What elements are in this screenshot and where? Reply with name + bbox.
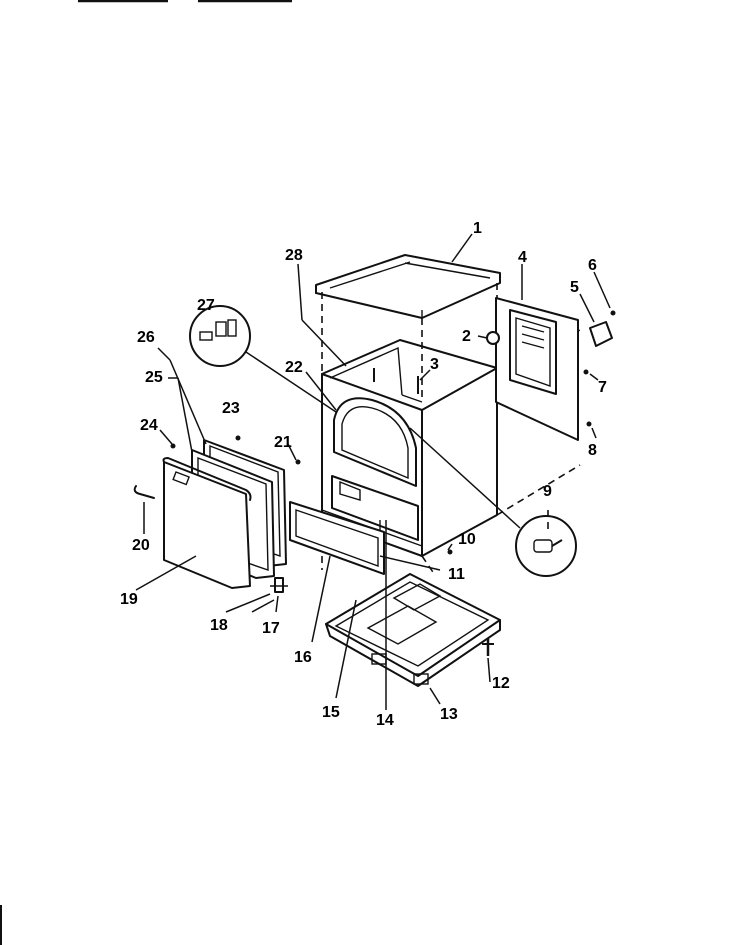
top-panel (315, 254, 501, 319)
label-part-13: 13 (440, 706, 458, 723)
label-part-9: 9 (543, 483, 552, 500)
label-part-18: 18 (210, 617, 228, 634)
part-labels: 1 2 3 4 5 6 7 8 9 10 11 12 13 14 15 16 1… (120, 220, 607, 729)
part-17-hinge (270, 577, 288, 593)
label-part-5: 5 (570, 279, 579, 296)
label-part-3: 3 (430, 356, 439, 373)
label-part-11: 11 (448, 566, 465, 583)
label-part-16: 16 (294, 649, 312, 666)
label-part-27: 27 (197, 297, 215, 314)
part-2-clip (486, 331, 500, 345)
label-part-20: 20 (132, 537, 150, 554)
label-part-14: 14 (376, 712, 394, 729)
label-part-23: 23 (222, 400, 240, 417)
leader-lines (135, 233, 611, 710)
label-part-7: 7 (598, 379, 607, 396)
label-part-26: 26 (137, 329, 155, 346)
label-part-21: 21 (274, 434, 292, 451)
label-part-15: 15 (322, 704, 340, 721)
label-part-6: 6 (588, 257, 597, 274)
toe-kick-panel (289, 501, 385, 575)
label-part-4: 4 (518, 249, 527, 266)
label-part-1: 1 (473, 220, 482, 237)
label-part-17: 17 (262, 620, 280, 637)
label-part-19: 19 (120, 591, 138, 608)
label-part-25: 25 (145, 369, 163, 386)
label-part-28: 28 (285, 247, 303, 264)
rear-panel (495, 297, 579, 441)
label-part-8: 8 (588, 442, 597, 459)
cabinet (321, 339, 498, 557)
label-part-24: 24 (140, 417, 158, 434)
part-6-screw (610, 310, 616, 316)
base-tray (325, 573, 501, 687)
label-part-10: 10 (458, 531, 476, 548)
door-assembly (133, 439, 287, 589)
detail-bubble-9 (409, 427, 577, 577)
part-8-screw (586, 421, 592, 427)
detail-bubble-27 (189, 305, 337, 413)
part-12-leveling-leg (482, 638, 494, 656)
part-5-terminal-block (589, 321, 613, 347)
label-part-2: 2 (462, 328, 471, 345)
label-part-12: 12 (492, 675, 510, 692)
part-7-screw (583, 369, 589, 375)
label-part-22: 22 (285, 359, 303, 376)
